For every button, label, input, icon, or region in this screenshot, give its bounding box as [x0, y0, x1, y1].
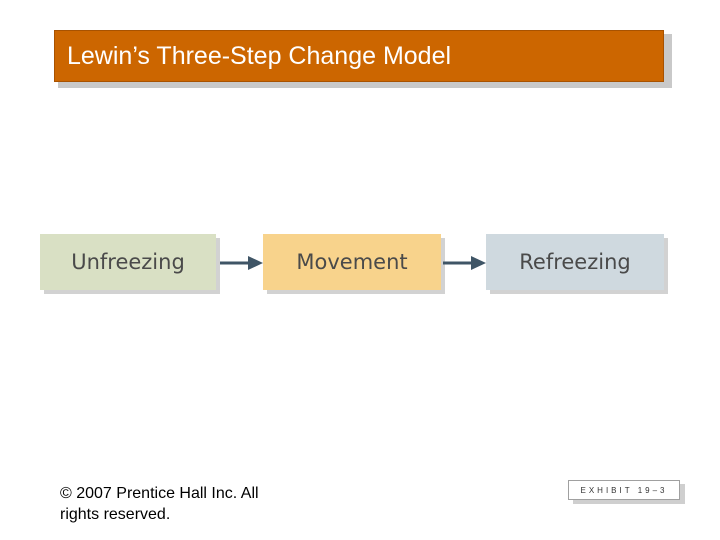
title-bar: Lewin’s Three-Step Change Model — [54, 30, 664, 82]
slide-title: Lewin’s Three-Step Change Model — [67, 42, 452, 70]
step-movement-label: Movement — [296, 250, 408, 274]
copyright-notice: © 2007 Prentice Hall Inc. All rights res… — [60, 485, 259, 523]
step-unfreezing-box: Unfreezing — [40, 234, 216, 290]
step-refreezing-label: Refreezing — [519, 250, 631, 274]
step-movement-box: Movement — [263, 234, 441, 290]
step-unfreezing-label: Unfreezing — [71, 250, 185, 274]
step-refreezing-box: Refreezing — [486, 234, 664, 290]
arrow-right-icon — [220, 256, 263, 270]
arrow-right-icon — [443, 256, 486, 270]
exhibit-label: EXHIBIT 19–3 — [568, 480, 680, 500]
